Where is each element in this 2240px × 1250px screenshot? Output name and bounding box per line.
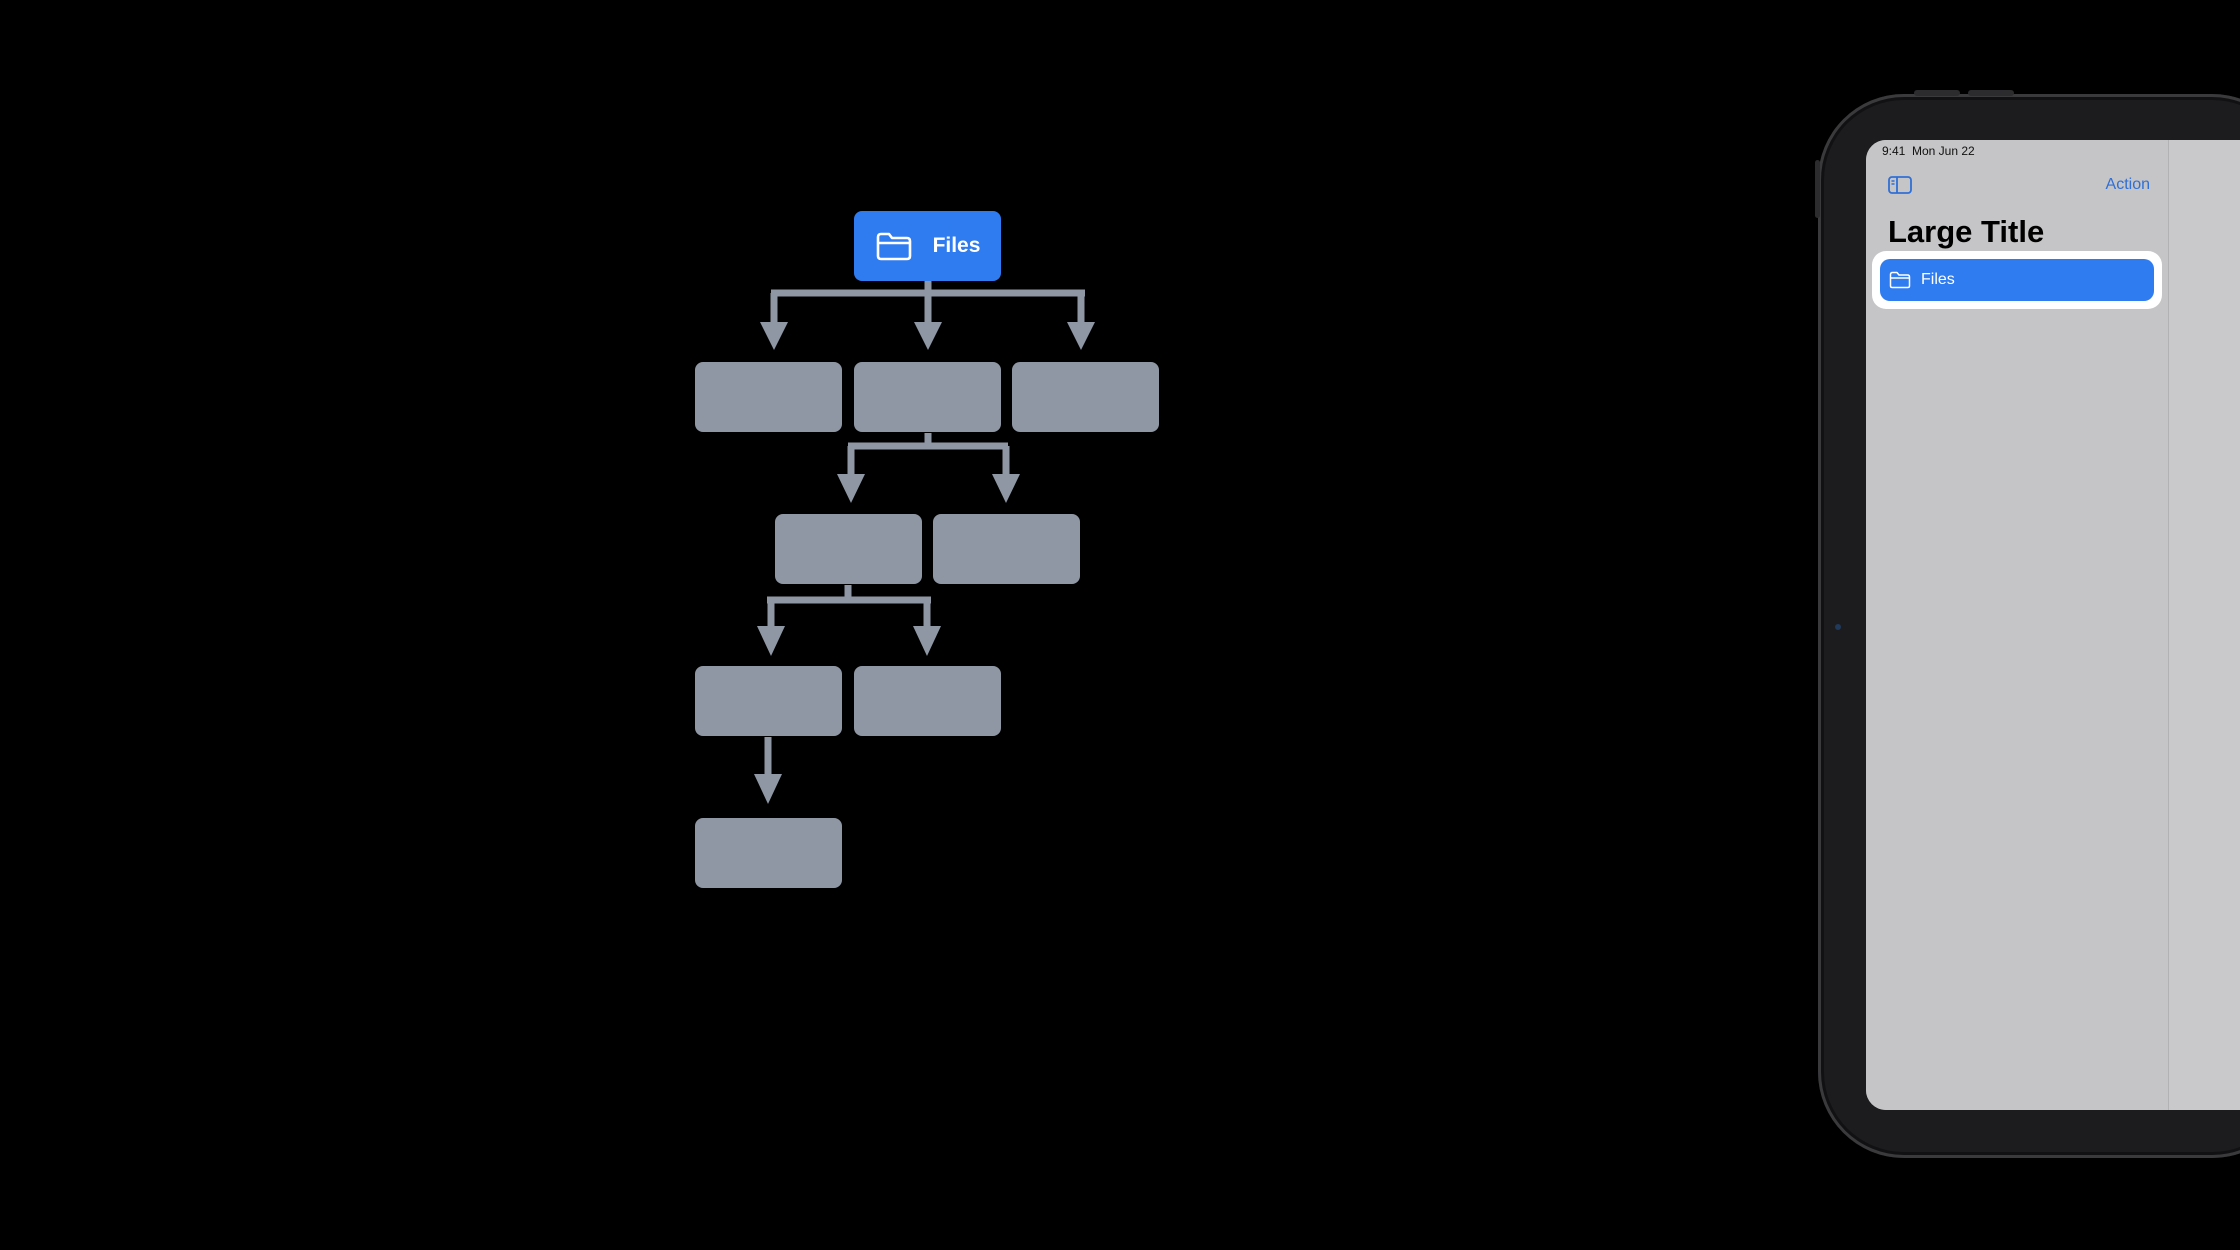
sidebar-left-icon[interactable] <box>1888 176 1912 194</box>
connector-l1b-to-level2 <box>847 433 1010 478</box>
level1-node-a <box>695 362 842 432</box>
connector-root-to-level1 <box>770 281 1085 326</box>
arrowhead <box>754 774 782 804</box>
ipad-top-button <box>1968 90 2014 96</box>
arrowhead <box>913 626 941 656</box>
arrowhead <box>1067 322 1095 350</box>
ipad-side-button <box>1815 160 1820 218</box>
large-title: Large Title <box>1888 214 2045 249</box>
level3-node-a <box>695 666 842 736</box>
level1-node-c <box>1012 362 1159 432</box>
ipad-screen: 9:41 Mon Jun 22 Action Large Title <box>1866 140 2240 1110</box>
diagram-connectors <box>754 281 1095 804</box>
folder-icon <box>875 231 913 261</box>
camera-icon <box>1835 624 1841 630</box>
root-node-files[interactable]: Files <box>854 211 1001 281</box>
level2-node-b <box>933 514 1080 584</box>
sidebar-item-files[interactable]: Files <box>1880 259 2154 301</box>
level3-node-b <box>854 666 1001 736</box>
folder-icon <box>1889 271 1911 289</box>
action-button[interactable]: Action <box>2105 176 2150 193</box>
detail-pane <box>2169 140 2240 1110</box>
connector-l2a-to-level3 <box>767 585 931 630</box>
arrowhead <box>914 322 942 350</box>
ipad-top-button <box>1914 90 1960 96</box>
arrowhead <box>757 626 785 656</box>
level4-node-a <box>695 818 842 888</box>
ipad-device: 9:41 Mon Jun 22 Action Large Title <box>1815 90 2240 1158</box>
arrowhead <box>837 474 865 503</box>
level2-node-a <box>775 514 922 584</box>
level1-node-b <box>854 362 1001 432</box>
arrowhead <box>760 322 788 350</box>
sidebar-item-label: Files <box>1921 271 1955 288</box>
status-time: 9:41 <box>1882 144 1906 158</box>
hierarchy-diagram: Files <box>0 0 1200 1000</box>
arrowhead <box>992 474 1020 503</box>
sidebar: 9:41 Mon Jun 22 Action Large Title <box>1866 140 2169 1110</box>
root-node-label: Files <box>932 234 981 257</box>
status-date: Mon Jun 22 <box>1912 144 1975 158</box>
